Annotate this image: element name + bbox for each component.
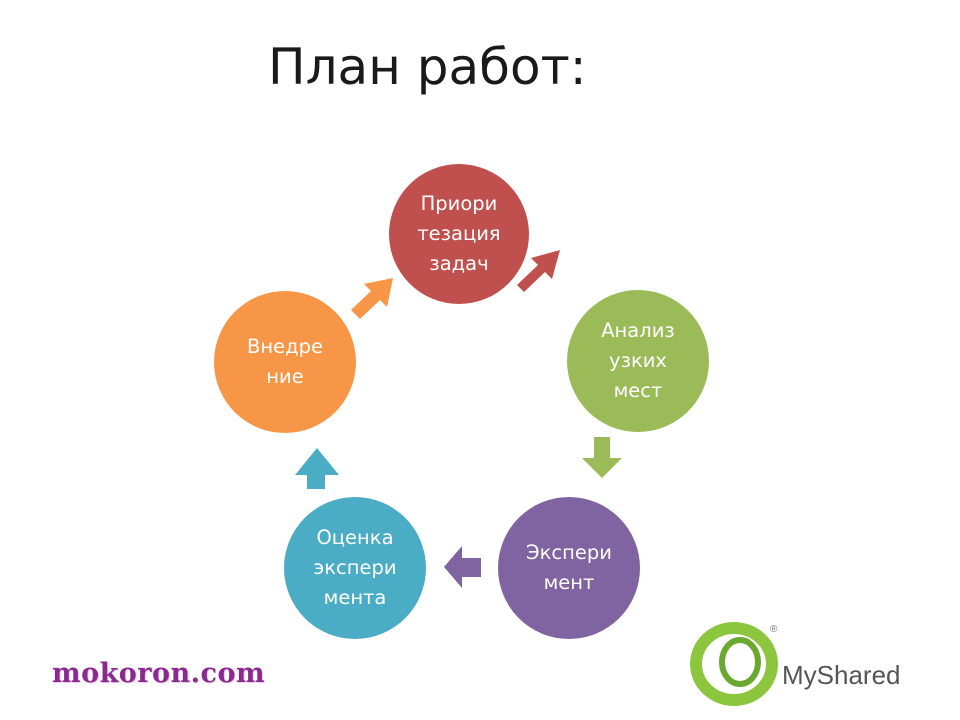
arrow-implementation-to-prioritization bbox=[351, 278, 393, 319]
arrow-prioritization-to-analysis bbox=[517, 250, 560, 292]
myshared-logo: ® MyShared bbox=[690, 612, 940, 712]
mokoron-logo: mokoron.com bbox=[52, 658, 266, 689]
myshared-text: MyShared bbox=[782, 660, 901, 690]
node-experiment-evaluation: Оценка экспери мента bbox=[284, 497, 426, 639]
node-bottleneck-analysis: Анализ узких мест bbox=[567, 290, 709, 432]
arrow-evaluation-to-implementation bbox=[295, 448, 339, 489]
slide-title: План работ: bbox=[268, 38, 587, 96]
myshared-registered-mark: ® bbox=[770, 624, 778, 635]
node-experiment: Экспери мент bbox=[498, 497, 640, 639]
arrow-experiment-to-evaluation bbox=[444, 546, 481, 588]
node-implementation: Внедре ние bbox=[214, 291, 356, 433]
node-prioritization: Приори тезация задач bbox=[389, 164, 529, 304]
myshared-swirl-icon bbox=[690, 622, 778, 706]
arrow-analysis-to-experiment bbox=[582, 437, 622, 478]
